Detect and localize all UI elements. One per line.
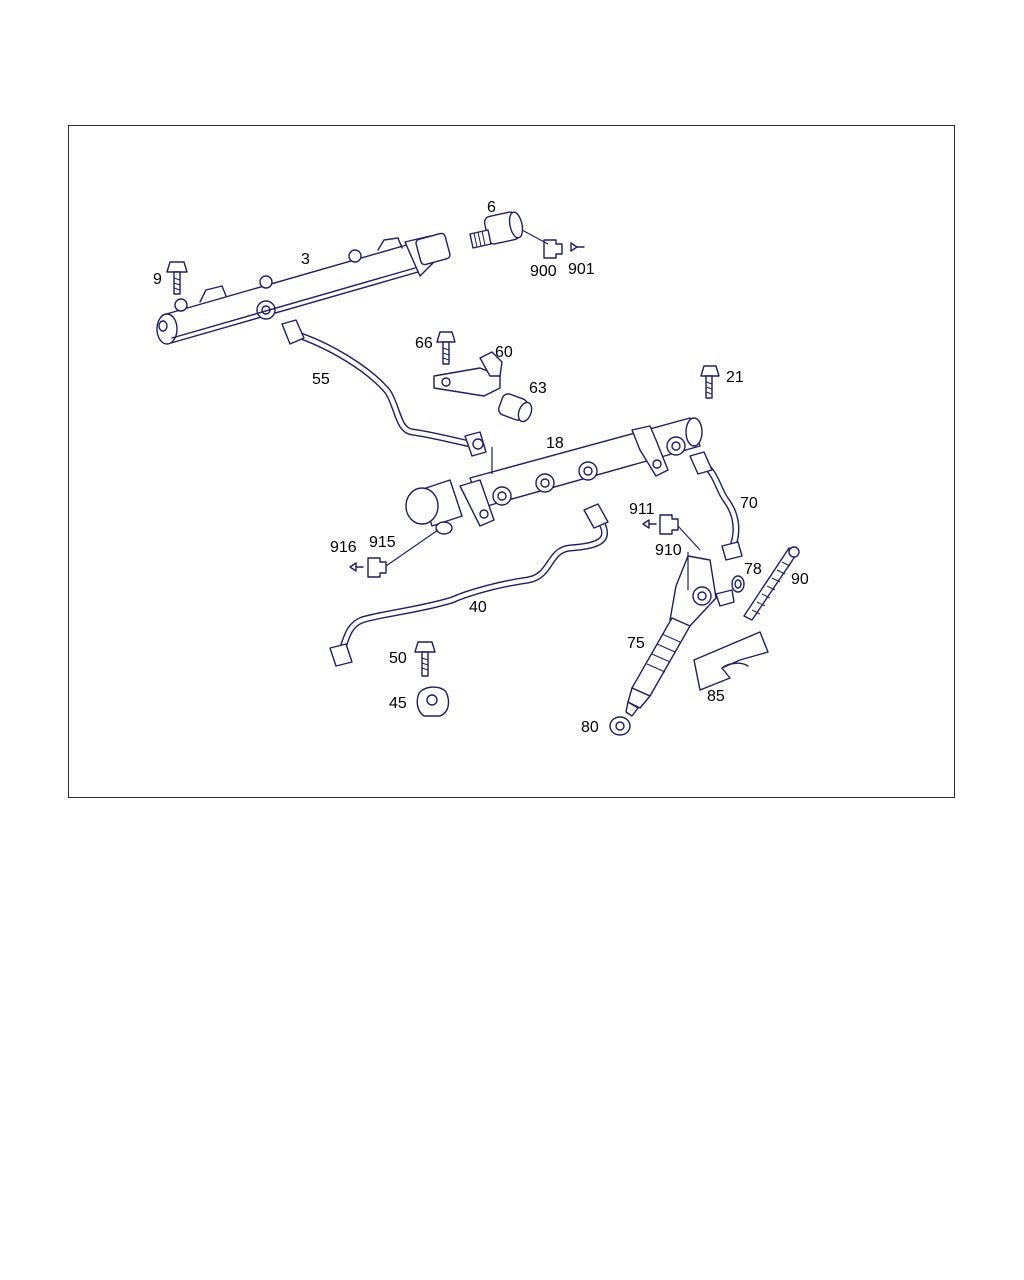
callout-901: 901: [568, 261, 595, 278]
connector-900[interactable]: [543, 239, 563, 259]
callout-63: 63: [529, 380, 547, 397]
bolt-50[interactable]: [414, 641, 436, 677]
callout-70: 70: [740, 495, 758, 512]
callout-916: 916: [330, 539, 357, 556]
bolt-21[interactable]: [700, 365, 720, 399]
bolt-9[interactable]: [166, 261, 188, 295]
seal-ring-78[interactable]: [731, 575, 745, 593]
callout-50: 50: [389, 650, 407, 667]
pressure-line-40[interactable]: [329, 503, 609, 667]
callout-910: 910: [655, 542, 682, 559]
bush-63[interactable]: [497, 392, 534, 423]
injector-75[interactable]: [625, 555, 735, 717]
bolt-66[interactable]: [436, 331, 456, 365]
callout-3: 3: [301, 251, 310, 268]
callout-85: 85: [707, 688, 725, 705]
callout-60: 60: [495, 344, 513, 361]
callout-78: 78: [744, 561, 762, 578]
callout-66: 66: [415, 335, 433, 352]
clamping-claw-85[interactable]: [693, 631, 769, 691]
pressure-sensor[interactable]: [469, 211, 525, 249]
connector-915[interactable]: [367, 557, 387, 578]
callout-80: 80: [581, 719, 599, 736]
callout-90: 90: [791, 571, 809, 588]
callout-40: 40: [469, 599, 487, 616]
callout-9: 9: [153, 271, 162, 288]
washer-80[interactable]: [609, 716, 631, 736]
clip-901[interactable]: [570, 242, 585, 252]
clamp-45[interactable]: [416, 686, 450, 717]
callout-900: 900: [530, 263, 557, 280]
callout-75: 75: [627, 635, 645, 652]
callout-45: 45: [389, 695, 407, 712]
callout-18: 18: [546, 435, 564, 452]
stud-bolt-90[interactable]: [743, 546, 800, 621]
bracket-60[interactable]: [433, 351, 503, 397]
callout-21: 21: [726, 369, 744, 386]
callout-55: 55: [312, 371, 330, 388]
clip-916[interactable]: [349, 562, 364, 572]
callout-6: 6: [487, 199, 496, 216]
fuel-rail-lower[interactable]: [405, 417, 703, 535]
callout-911: 911: [629, 501, 655, 518]
pressure-line-55[interactable]: [281, 319, 487, 457]
pressure-line-70[interactable]: [689, 451, 743, 561]
clip-911[interactable]: [642, 519, 657, 529]
callout-915: 915: [369, 534, 396, 551]
fuel-rail-upper[interactable]: [156, 232, 451, 345]
connector-910[interactable]: [659, 514, 679, 535]
